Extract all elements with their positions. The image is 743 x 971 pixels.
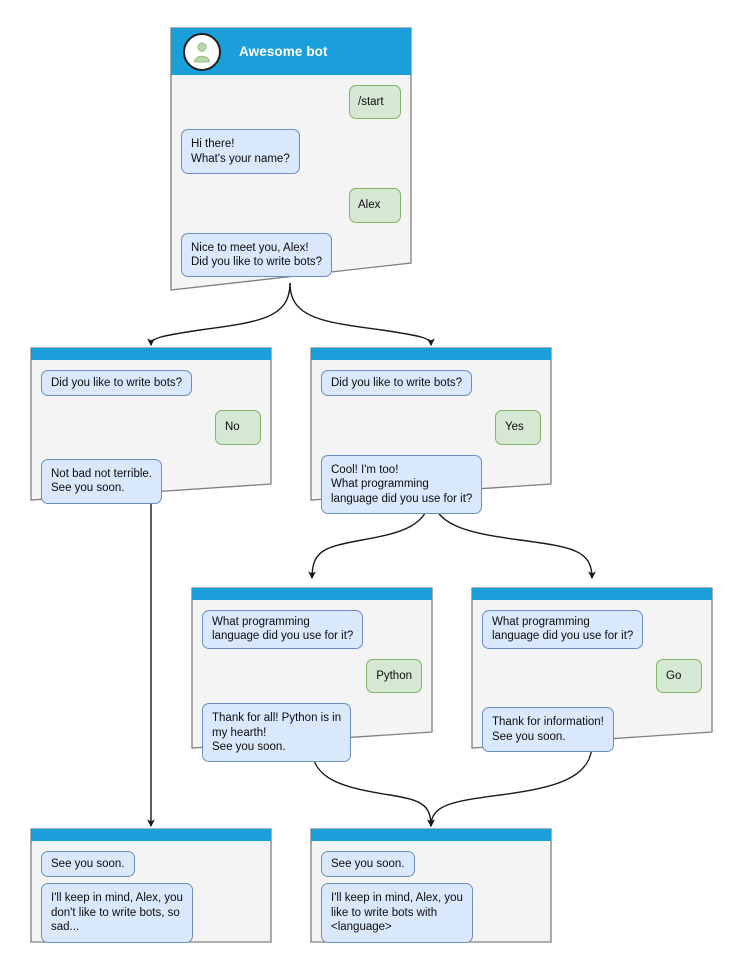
bot-message-bubble[interactable]: See you soon.: [41, 851, 135, 878]
node-root-header: Awesome bot: [171, 28, 411, 75]
message-row: Python: [202, 658, 422, 694]
user-message-bubble[interactable]: Yes: [495, 410, 541, 445]
message-row: No: [41, 410, 261, 445]
message-row: See you soon.: [41, 851, 261, 878]
message-row: Go: [482, 658, 702, 694]
node-end-yes-content: See you soon. I'll keep in mind, Alex, y…: [311, 829, 551, 951]
bot-message-bubble[interactable]: See you soon.: [321, 851, 415, 878]
message-row: I'll keep in mind, Alex, you like to wri…: [321, 883, 541, 943]
bot-message-bubble[interactable]: Thank for all! Python is in my hearth! S…: [202, 703, 352, 763]
message-row: Hi there! What's your name?: [181, 129, 401, 175]
node-no-branch[interactable]: Did you like to write bots? No Not bad n…: [30, 347, 272, 504]
user-message-bubble[interactable]: Python: [366, 658, 422, 694]
message-row: Thank for all! Python is in my hearth! S…: [202, 703, 422, 763]
user-message-bubble[interactable]: Alex: [349, 188, 401, 223]
node-header-bar: [31, 829, 271, 841]
bot-title: Awesome bot: [239, 44, 328, 59]
node-python-branch-content: What programming language did you use fo…: [192, 588, 432, 770]
node-python-branch[interactable]: What programming language did you use fo…: [191, 587, 433, 763]
edge-root-to-yes: [289, 282, 435, 347]
node-yes-branch-chat: Did you like to write bots? Yes Cool! I'…: [311, 360, 551, 522]
node-header-bar: [311, 348, 551, 360]
node-root-chat: /start Hi there! What's your name? Alex …: [171, 75, 411, 285]
bot-message-bubble[interactable]: I'll keep in mind, Alex, you like to wri…: [321, 883, 473, 943]
bot-message-bubble[interactable]: Nice to meet you, Alex! Did you like to …: [181, 232, 333, 278]
message-row: Alex: [181, 188, 401, 223]
message-row: Did you like to write bots?: [321, 370, 541, 397]
message-row: Nice to meet you, Alex! Did you like to …: [181, 232, 401, 278]
bot-message-bubble[interactable]: Not bad not terrible. See you soon.: [41, 458, 163, 504]
message-row: Thank for information! See you soon.: [482, 707, 702, 753]
bot-message-bubble[interactable]: Hi there! What's your name?: [181, 129, 300, 175]
message-row: Cool! I'm too! What programming language…: [321, 454, 541, 515]
bot-message-bubble[interactable]: I'll keep in mind, Alex, you don't like …: [41, 883, 193, 943]
bot-message-bubble[interactable]: Did you like to write bots?: [321, 370, 473, 397]
message-row: I'll keep in mind, Alex, you don't like …: [41, 883, 261, 943]
person-avatar-icon: [183, 32, 221, 71]
bot-message-bubble[interactable]: Cool! I'm too! What programming language…: [321, 454, 483, 515]
user-message-bubble[interactable]: Go: [656, 658, 702, 694]
node-yes-branch[interactable]: Did you like to write bots? Yes Cool! I'…: [310, 347, 552, 515]
node-no-branch-content: Did you like to write bots? No Not bad n…: [31, 348, 271, 512]
message-row: What programming language did you use fo…: [482, 610, 702, 649]
node-end-no-chat: See you soon. I'll keep in mind, Alex, y…: [31, 841, 271, 951]
node-header-bar: [192, 588, 432, 600]
node-end-yes[interactable]: See you soon. I'll keep in mind, Alex, y…: [310, 828, 552, 943]
node-go-branch-content: What programming language did you use fo…: [472, 588, 712, 760]
node-no-branch-chat: Did you like to write bots? No Not bad n…: [31, 360, 271, 512]
node-header-bar: [472, 588, 712, 600]
bot-message-bubble[interactable]: What programming language did you use fo…: [202, 610, 364, 649]
bot-message-bubble[interactable]: Thank for information! See you soon.: [482, 707, 614, 753]
message-row: Did you like to write bots?: [41, 370, 261, 397]
node-end-no[interactable]: See you soon. I'll keep in mind, Alex, y…: [30, 828, 272, 943]
message-row: /start: [181, 85, 401, 120]
node-root[interactable]: Awesome bot /start Hi there! What's your…: [170, 27, 412, 291]
message-row: Not bad not terrible. See you soon.: [41, 458, 261, 504]
node-header-bar: [311, 829, 551, 841]
node-go-branch-chat: What programming language did you use fo…: [472, 600, 712, 760]
bot-message-bubble[interactable]: Did you like to write bots?: [41, 370, 193, 397]
node-go-branch[interactable]: What programming language did you use fo…: [471, 587, 713, 753]
node-header-bar: [31, 348, 271, 360]
user-message-bubble[interactable]: /start: [349, 85, 401, 120]
message-row: See you soon.: [321, 851, 541, 878]
node-root-content: Awesome bot /start Hi there! What's your…: [171, 28, 411, 285]
message-row: Yes: [321, 410, 541, 445]
bot-message-bubble[interactable]: What programming language did you use fo…: [482, 610, 644, 649]
node-python-branch-chat: What programming language did you use fo…: [192, 600, 432, 770]
node-end-yes-chat: See you soon. I'll keep in mind, Alex, y…: [311, 841, 551, 951]
edge-root-to-no: [147, 282, 291, 347]
message-row: What programming language did you use fo…: [202, 610, 422, 649]
node-end-no-content: See you soon. I'll keep in mind, Alex, y…: [31, 829, 271, 951]
user-message-bubble[interactable]: No: [215, 410, 261, 445]
node-yes-branch-content: Did you like to write bots? Yes Cool! I'…: [311, 348, 551, 522]
